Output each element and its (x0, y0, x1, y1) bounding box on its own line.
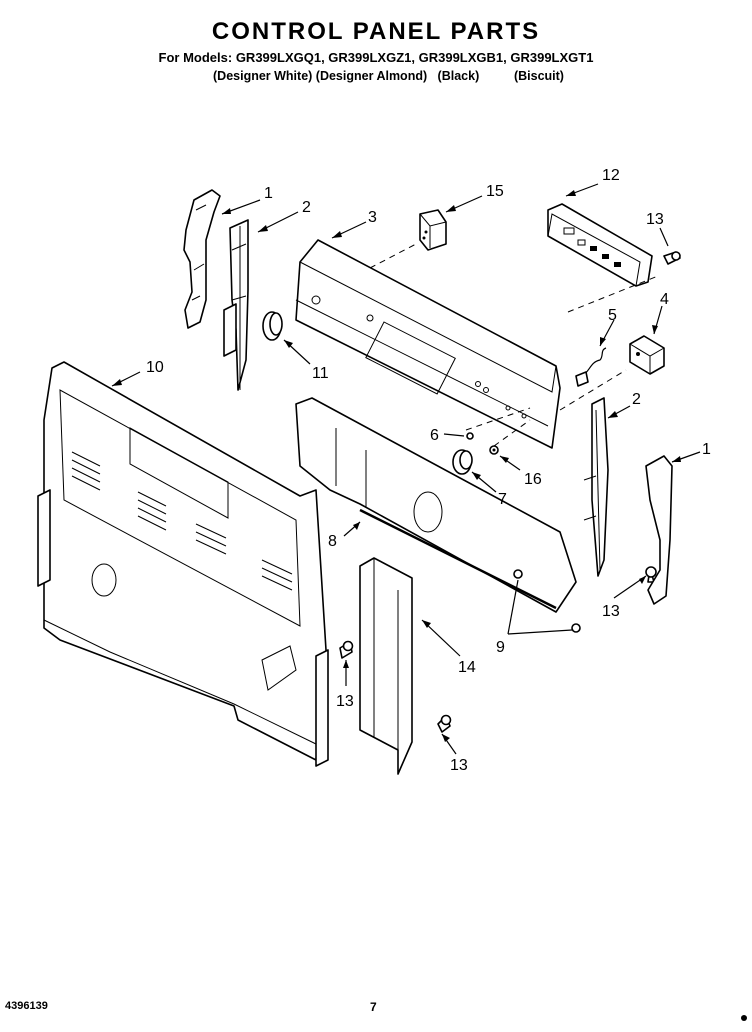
callout-7: 7 (498, 491, 507, 508)
part-11-knob (262, 311, 283, 341)
page-number: 7 (370, 1000, 377, 1014)
document-number: 4396139 (5, 1000, 48, 1012)
callout-8: 8 (328, 533, 337, 550)
part-10-rear-panel (37, 361, 329, 767)
callout-11: 11 (312, 365, 329, 382)
part-14-channel (359, 557, 413, 775)
callout-4: 4 (660, 291, 669, 308)
callout-1-left: 1 (264, 185, 273, 202)
model-list: For Models: GR399LXGQ1, GR399LXGZ1, GR39… (158, 50, 594, 65)
part-1-right-endcap (645, 455, 673, 605)
part-5-harness (575, 347, 607, 387)
part-13-screw-right (645, 566, 657, 583)
part-9-clip (513, 569, 581, 633)
part-1-left-endcap (183, 189, 221, 329)
callout-6: 6 (430, 427, 439, 444)
callout-arrows (111, 183, 701, 755)
part-15-module (419, 209, 447, 251)
part-3-control-panel (295, 239, 561, 449)
part-6-clip (466, 432, 474, 440)
assembly-lines (369, 243, 659, 447)
callout-5: 5 (608, 307, 617, 324)
part-8-backer (295, 397, 577, 613)
callout-14: 14 (458, 659, 476, 676)
callout-1-right: 1 (702, 441, 711, 458)
part-7-knob (452, 449, 473, 475)
callout-9: 9 (496, 639, 505, 656)
callout-10: 10 (146, 359, 164, 376)
callout-2-left: 2 (302, 199, 311, 216)
part-16-spacer (489, 445, 499, 455)
callout-2-right: 2 (632, 391, 641, 408)
callout-12: 12 (602, 167, 620, 184)
part-13-screw-top (663, 251, 681, 265)
callout-13-bottom: 13 (450, 757, 468, 774)
callout-13-mid: 13 (336, 693, 354, 710)
callout-labels: 1 2 3 15 12 13 4 5 10 11 6 2 1 7 16 8 9 … (146, 167, 711, 774)
corner-dot (741, 1015, 747, 1021)
page-title: CONTROL PANEL PARTS (211, 18, 541, 45)
callout-13-right: 13 (602, 603, 620, 620)
part-2-right-bracket (583, 397, 609, 577)
part-2-left-bracket (223, 219, 249, 391)
color-variants: (Designer White) (Designer Almond) (Blac… (213, 69, 564, 83)
part-13-screw-bottom (437, 714, 452, 733)
part-4-block (629, 335, 665, 375)
part-13-screw-mid (339, 640, 354, 659)
callout-16: 16 (524, 471, 542, 488)
callout-3: 3 (368, 209, 377, 226)
callout-13-top: 13 (646, 211, 664, 228)
callout-15: 15 (486, 183, 504, 200)
part-12-touchpad (547, 203, 653, 287)
